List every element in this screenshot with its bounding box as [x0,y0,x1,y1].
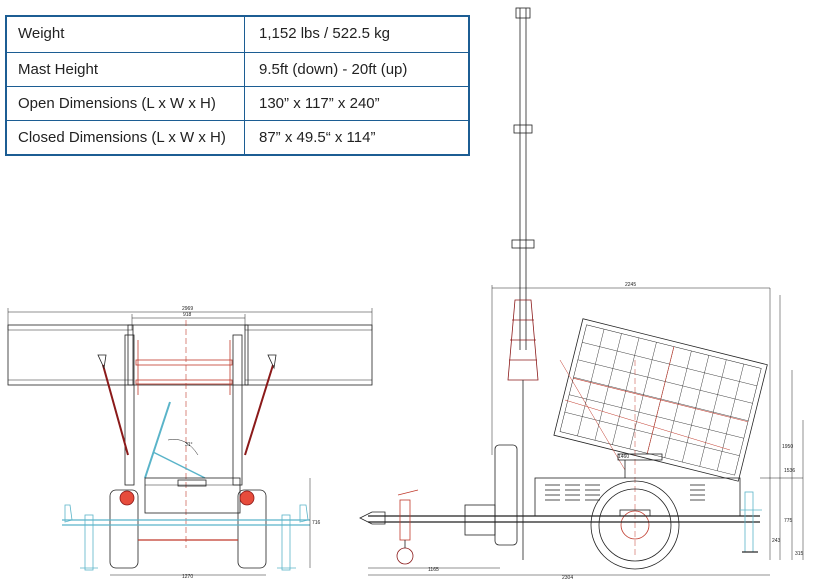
dim-tongue-length: 1165 [428,567,439,573]
dim-front-height: 716 [312,520,321,526]
side-wheel [590,480,680,570]
spec-label: Weight [7,17,245,52]
specs-table: Weight 1,152 lbs / 522.5 kg Mast Height … [5,15,470,156]
spec-row-mast-height: Mast Height 9.5ft (down) - 20ft (up) [7,51,468,86]
spec-label: Open Dimensions (L x W x H) [7,86,245,120]
dim-panel-label: 1460 [618,454,629,460]
dim-h5: 243 [772,538,781,544]
dim-h4: 315 [795,551,804,557]
jack-wheel [396,547,414,565]
dim-top-width: 2245 [625,282,636,288]
left-solar-panel [7,324,134,386]
spec-label: Closed Dimensions (L x W x H) [7,120,245,154]
dim-axle-width: 1270 [182,574,193,580]
dim-h1: 1950 [782,444,793,450]
right-wheel [237,489,267,569]
spec-row-weight: Weight 1,152 lbs / 522.5 kg [7,17,468,52]
dim-inner-width: 918 [183,312,192,318]
dim-angle: 31° [185,442,193,448]
spec-value: 9.5ft (down) - 20ft (up) [259,60,408,78]
left-wheel [109,489,139,569]
dim-total-width: 2969 [182,306,193,312]
spec-row-open-dimensions: Open Dimensions (L x W x H) 130” x 117” … [7,85,468,120]
dim-bottom-length: 2304 [562,575,573,580]
front-view [7,308,373,576]
spec-value: 1,152 lbs / 522.5 kg [259,25,390,42]
dim-h3: 775 [784,518,793,524]
right-solar-panel [244,324,373,386]
tilted-solar-panel [553,318,768,482]
dim-h2: 1536 [784,468,795,474]
spec-label: Mast Height [7,52,245,86]
center-solar-panel [127,324,249,386]
spec-value: 130” x 117” x 240” [259,94,380,112]
side-view [359,7,804,576]
spec-row-closed-dimensions: Closed Dimensions (L x W x H) 87” x 49.5… [7,119,468,154]
spec-value: 87” x 49.5“ x 114” [259,128,376,146]
